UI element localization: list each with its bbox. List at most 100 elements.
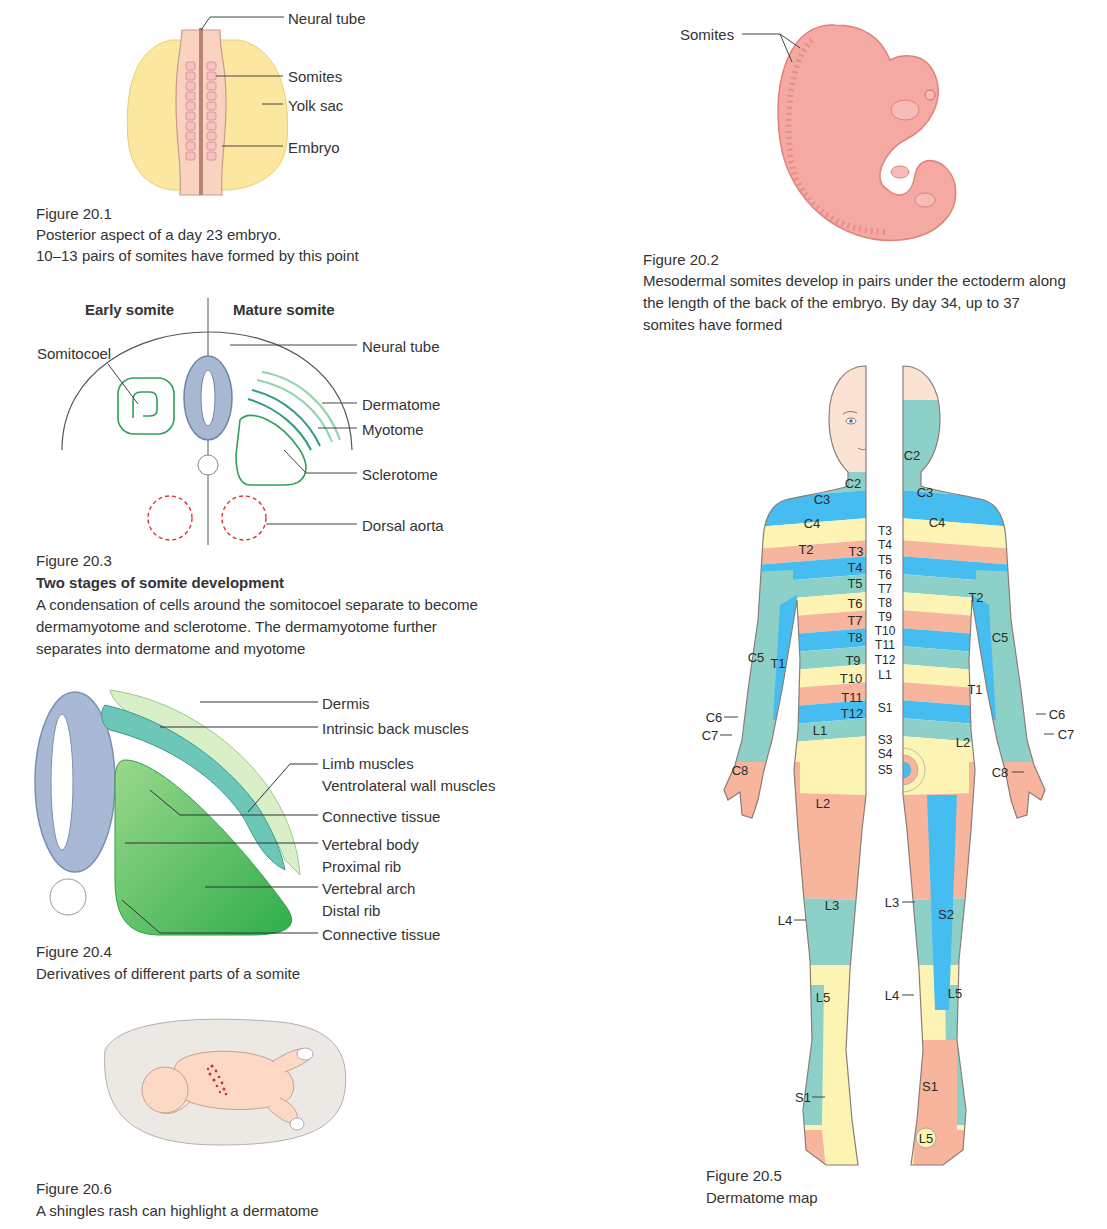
dermatome-label: L5 [816, 991, 830, 1004]
shingles-baby [105, 1019, 346, 1145]
body-outline [724, 366, 866, 1165]
label: Somites [680, 24, 734, 46]
dermatome-label: C3 [814, 493, 831, 506]
dermatome-label: C2 [904, 449, 921, 462]
dermatome-back [881, 355, 1079, 1170]
dermatome-label: T4 [847, 561, 862, 574]
label: Early somite [85, 299, 174, 321]
dermatome-label: T9 [878, 611, 892, 623]
dermatome-label: S1 [878, 702, 893, 714]
dermatome-label: T9 [845, 654, 860, 667]
label: Intrinsic back muscles [322, 718, 469, 740]
dermatome-label: L1 [813, 724, 827, 737]
label: Proximal rib [322, 856, 401, 878]
label: Figure 20.3 [36, 550, 112, 572]
dermatome-label: C6 [1049, 708, 1066, 721]
label: Connective tissue [322, 924, 440, 946]
label: Figure 20.2 [643, 249, 719, 271]
dermatome-label: C2 [845, 477, 862, 490]
dermatome-label: T5 [847, 577, 862, 590]
dermatome-label: L4 [778, 914, 792, 927]
dermatome-label: L5 [919, 1132, 933, 1145]
label: 10–13 pairs of somites have formed by th… [36, 245, 359, 267]
dermatome-label: C7 [702, 729, 719, 742]
label: Dermatome map [706, 1187, 818, 1209]
dermatome-label: C3 [917, 486, 934, 499]
dermatome-label: T1 [967, 683, 982, 696]
dermatome-label: T12 [875, 654, 896, 666]
label: Myotome [362, 419, 424, 441]
leader-lines [122, 702, 318, 933]
dermatome-label: L5 [948, 987, 962, 1000]
label: A condensation of cells around the somit… [36, 594, 481, 659]
dermatome-label: T3 [848, 545, 863, 558]
label: Figure 20.6 [36, 1178, 112, 1200]
dermatome-label: S1 [922, 1080, 938, 1093]
label: Neural tube [362, 336, 440, 358]
leader-lines [201, 17, 284, 146]
dermatome-label: T2 [798, 543, 813, 556]
leader-lines [742, 34, 800, 62]
dermatome-label: T8 [847, 631, 862, 644]
leader-lines [108, 345, 357, 524]
label: Two stages of somite development [36, 572, 284, 594]
dermatome-label: T12 [841, 707, 863, 720]
label: Sclerotome [362, 464, 438, 486]
day23-embryo [127, 28, 287, 195]
label: Ventrolateral wall muscles [322, 775, 495, 797]
dermatome-label: L1 [878, 669, 891, 681]
label: Vertebral arch [322, 878, 415, 900]
dermatome-label: T7 [847, 614, 862, 627]
label: Figure 20.5 [706, 1165, 782, 1187]
label: Embryo [288, 137, 340, 159]
dermatome-label: C5 [748, 651, 765, 664]
dermatome-label: T8 [878, 597, 892, 609]
label: Mesodermal somites develop in pairs unde… [643, 270, 1073, 335]
curled-embryo [778, 25, 955, 240]
somite-cross-section [62, 298, 352, 545]
label: Dorsal aorta [362, 515, 444, 537]
label: Figure 20.4 [36, 941, 112, 963]
tick-lines [720, 714, 1054, 1097]
dermatome-label: S5 [878, 764, 893, 776]
dermatome-label: T11 [841, 691, 862, 704]
dermatome-label: S1 [795, 1091, 811, 1104]
label: Connective tissue [322, 806, 440, 828]
dermatome-label: T10 [840, 672, 862, 685]
dermatome-label: T2 [968, 591, 983, 604]
label: Neural tube [288, 8, 366, 30]
dermatome-label: T3 [878, 525, 892, 537]
label: Distal rib [322, 900, 380, 922]
dermatome-label: T1 [770, 657, 785, 670]
dermatome-label: C8 [732, 764, 749, 777]
dermatome-label: S2 [938, 908, 954, 921]
dermatome-label: C4 [804, 517, 821, 530]
dermatome-front [690, 355, 870, 1170]
face [843, 412, 866, 450]
heel-circle [916, 1128, 936, 1148]
dermatome-label: L2 [956, 736, 970, 749]
label: Yolk sac [288, 95, 343, 117]
label: Posterior aspect of a day 23 embryo. [36, 224, 281, 246]
dermatome-label: L4 [885, 989, 899, 1002]
label: Figure 20.1 [36, 203, 112, 225]
label: Dermis [322, 693, 370, 715]
dermatome-label: C6 [706, 711, 723, 724]
label: Derivatives of different parts of a somi… [36, 963, 300, 985]
dermatome-label: T6 [878, 569, 892, 581]
dermatome-label: S3 [878, 734, 893, 746]
label: Somites [288, 66, 342, 88]
dermatome-label: T4 [878, 539, 892, 551]
dermatome-label: C7 [1058, 728, 1075, 741]
dermatome-label: C8 [992, 766, 1009, 779]
label: A shingles rash can highlight a dermatom… [36, 1200, 319, 1222]
dermatome-label: L3 [885, 896, 899, 909]
label: Vertebral body [322, 834, 419, 856]
dermatome-label: T7 [878, 583, 892, 595]
dermatome-label: T11 [875, 639, 895, 651]
dermatome-label: L2 [816, 797, 830, 810]
label: Somitocoel [37, 343, 111, 365]
